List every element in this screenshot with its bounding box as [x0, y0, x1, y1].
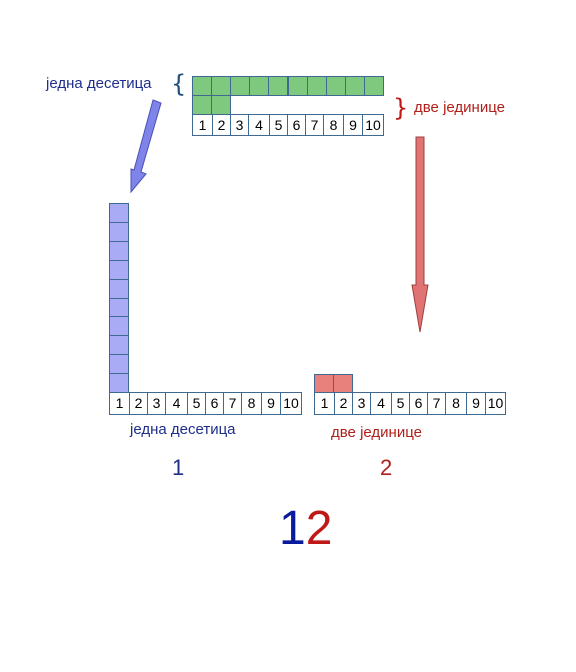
number-cell: 1: [314, 392, 335, 415]
result-tens-digit: 1: [279, 502, 306, 555]
number-cell: 2: [334, 392, 353, 415]
number-cell: 8: [445, 392, 467, 415]
result-ones-digit: 2: [305, 502, 333, 555]
number-cell: 6: [205, 392, 224, 415]
number-cell: 10: [362, 114, 384, 136]
unit-block: [363, 76, 384, 96]
left-brace-icon: {: [171, 70, 187, 98]
number-cell: 9: [466, 392, 486, 415]
label-one-ten-bottom: једна десетица: [130, 421, 236, 438]
number-cell: 5: [391, 392, 410, 415]
number-cell: 10: [485, 392, 506, 415]
label-one-ten-top: једна десетица: [46, 75, 152, 92]
tens-digit: 1: [172, 455, 185, 480]
right-brace-icon: }: [393, 94, 409, 122]
blue-arrow-icon: [130, 99, 162, 194]
red-arrow-icon: [411, 136, 429, 333]
label-two-ones-top: две јединице: [414, 99, 505, 116]
ones-digit: 2: [380, 455, 393, 480]
result-number: 12: [279, 503, 332, 555]
label-two-ones-bottom: две јединице: [331, 424, 422, 441]
number-cell: 5: [187, 392, 206, 415]
number-cell: 10: [280, 392, 302, 415]
